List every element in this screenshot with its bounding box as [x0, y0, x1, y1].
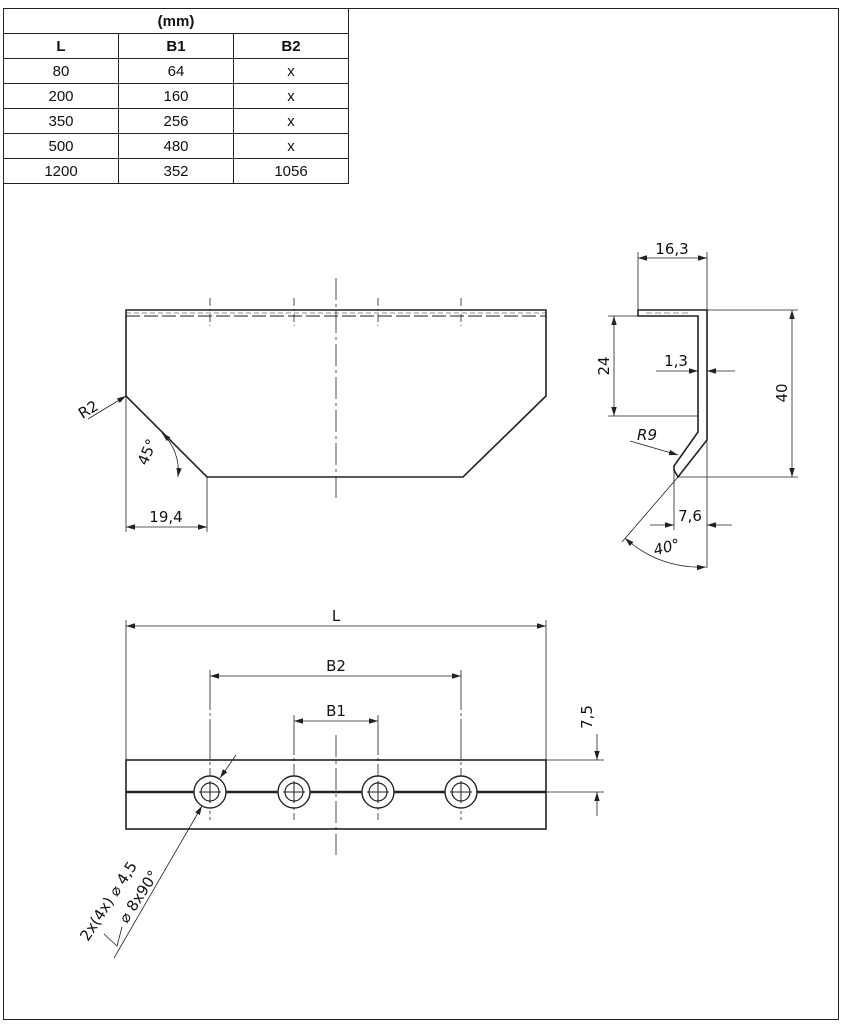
table-cell: 1200	[3, 158, 119, 184]
label-b2: B2	[326, 657, 346, 675]
label-chamfer-width: 19,4	[149, 508, 182, 526]
leader-r2	[87, 395, 127, 420]
countersunk-hole	[277, 775, 311, 809]
label-total-height: 40	[773, 383, 791, 402]
label-top-width: 16,3	[655, 240, 688, 258]
label-45-deg: 45°	[134, 436, 161, 468]
countersunk-hole	[193, 775, 227, 809]
table-row: 80 64 x	[3, 58, 349, 84]
countersink-symbol	[103, 926, 123, 947]
bottom-view	[103, 620, 604, 959]
label-b1: B1	[326, 702, 346, 720]
table-cell: 1056	[233, 158, 349, 184]
table-col-l: L	[3, 33, 119, 59]
side-view	[608, 252, 798, 571]
leader-hole-callout	[113, 805, 203, 959]
countersunk-hole	[444, 775, 478, 809]
label-lip-width: 7,6	[678, 507, 702, 525]
label-hole-offset: 7,5	[578, 705, 596, 729]
drawing-frame	[3, 8, 839, 1020]
table-cell: 480	[118, 133, 234, 159]
table-row: 500 480 x	[3, 133, 349, 159]
countersunk-hole	[361, 775, 395, 809]
front-view	[87, 278, 547, 532]
table-cell: 200	[3, 83, 119, 109]
table-cell: 352	[118, 158, 234, 184]
label-thickness: 1,3	[664, 352, 688, 370]
table-row: 1200 352 1056	[3, 158, 349, 184]
table-row: 200 160 x	[3, 83, 349, 109]
label-length: L	[332, 607, 341, 625]
label-40-deg: 40°	[652, 535, 682, 559]
dimensions-table: (mm) L B1 B2 80 64 x 200 160 x 350 256 x…	[3, 8, 349, 184]
table-cell: x	[233, 58, 349, 84]
leader-r9	[629, 440, 679, 456]
label-r9: R9	[637, 426, 657, 444]
label-r2: R2	[75, 397, 101, 423]
side-profile	[637, 309, 708, 479]
table-col-b2: B2	[233, 33, 349, 59]
dim-arc-40	[624, 537, 707, 571]
dim-arc-45	[161, 432, 182, 478]
label-inner-height: 24	[595, 356, 613, 375]
